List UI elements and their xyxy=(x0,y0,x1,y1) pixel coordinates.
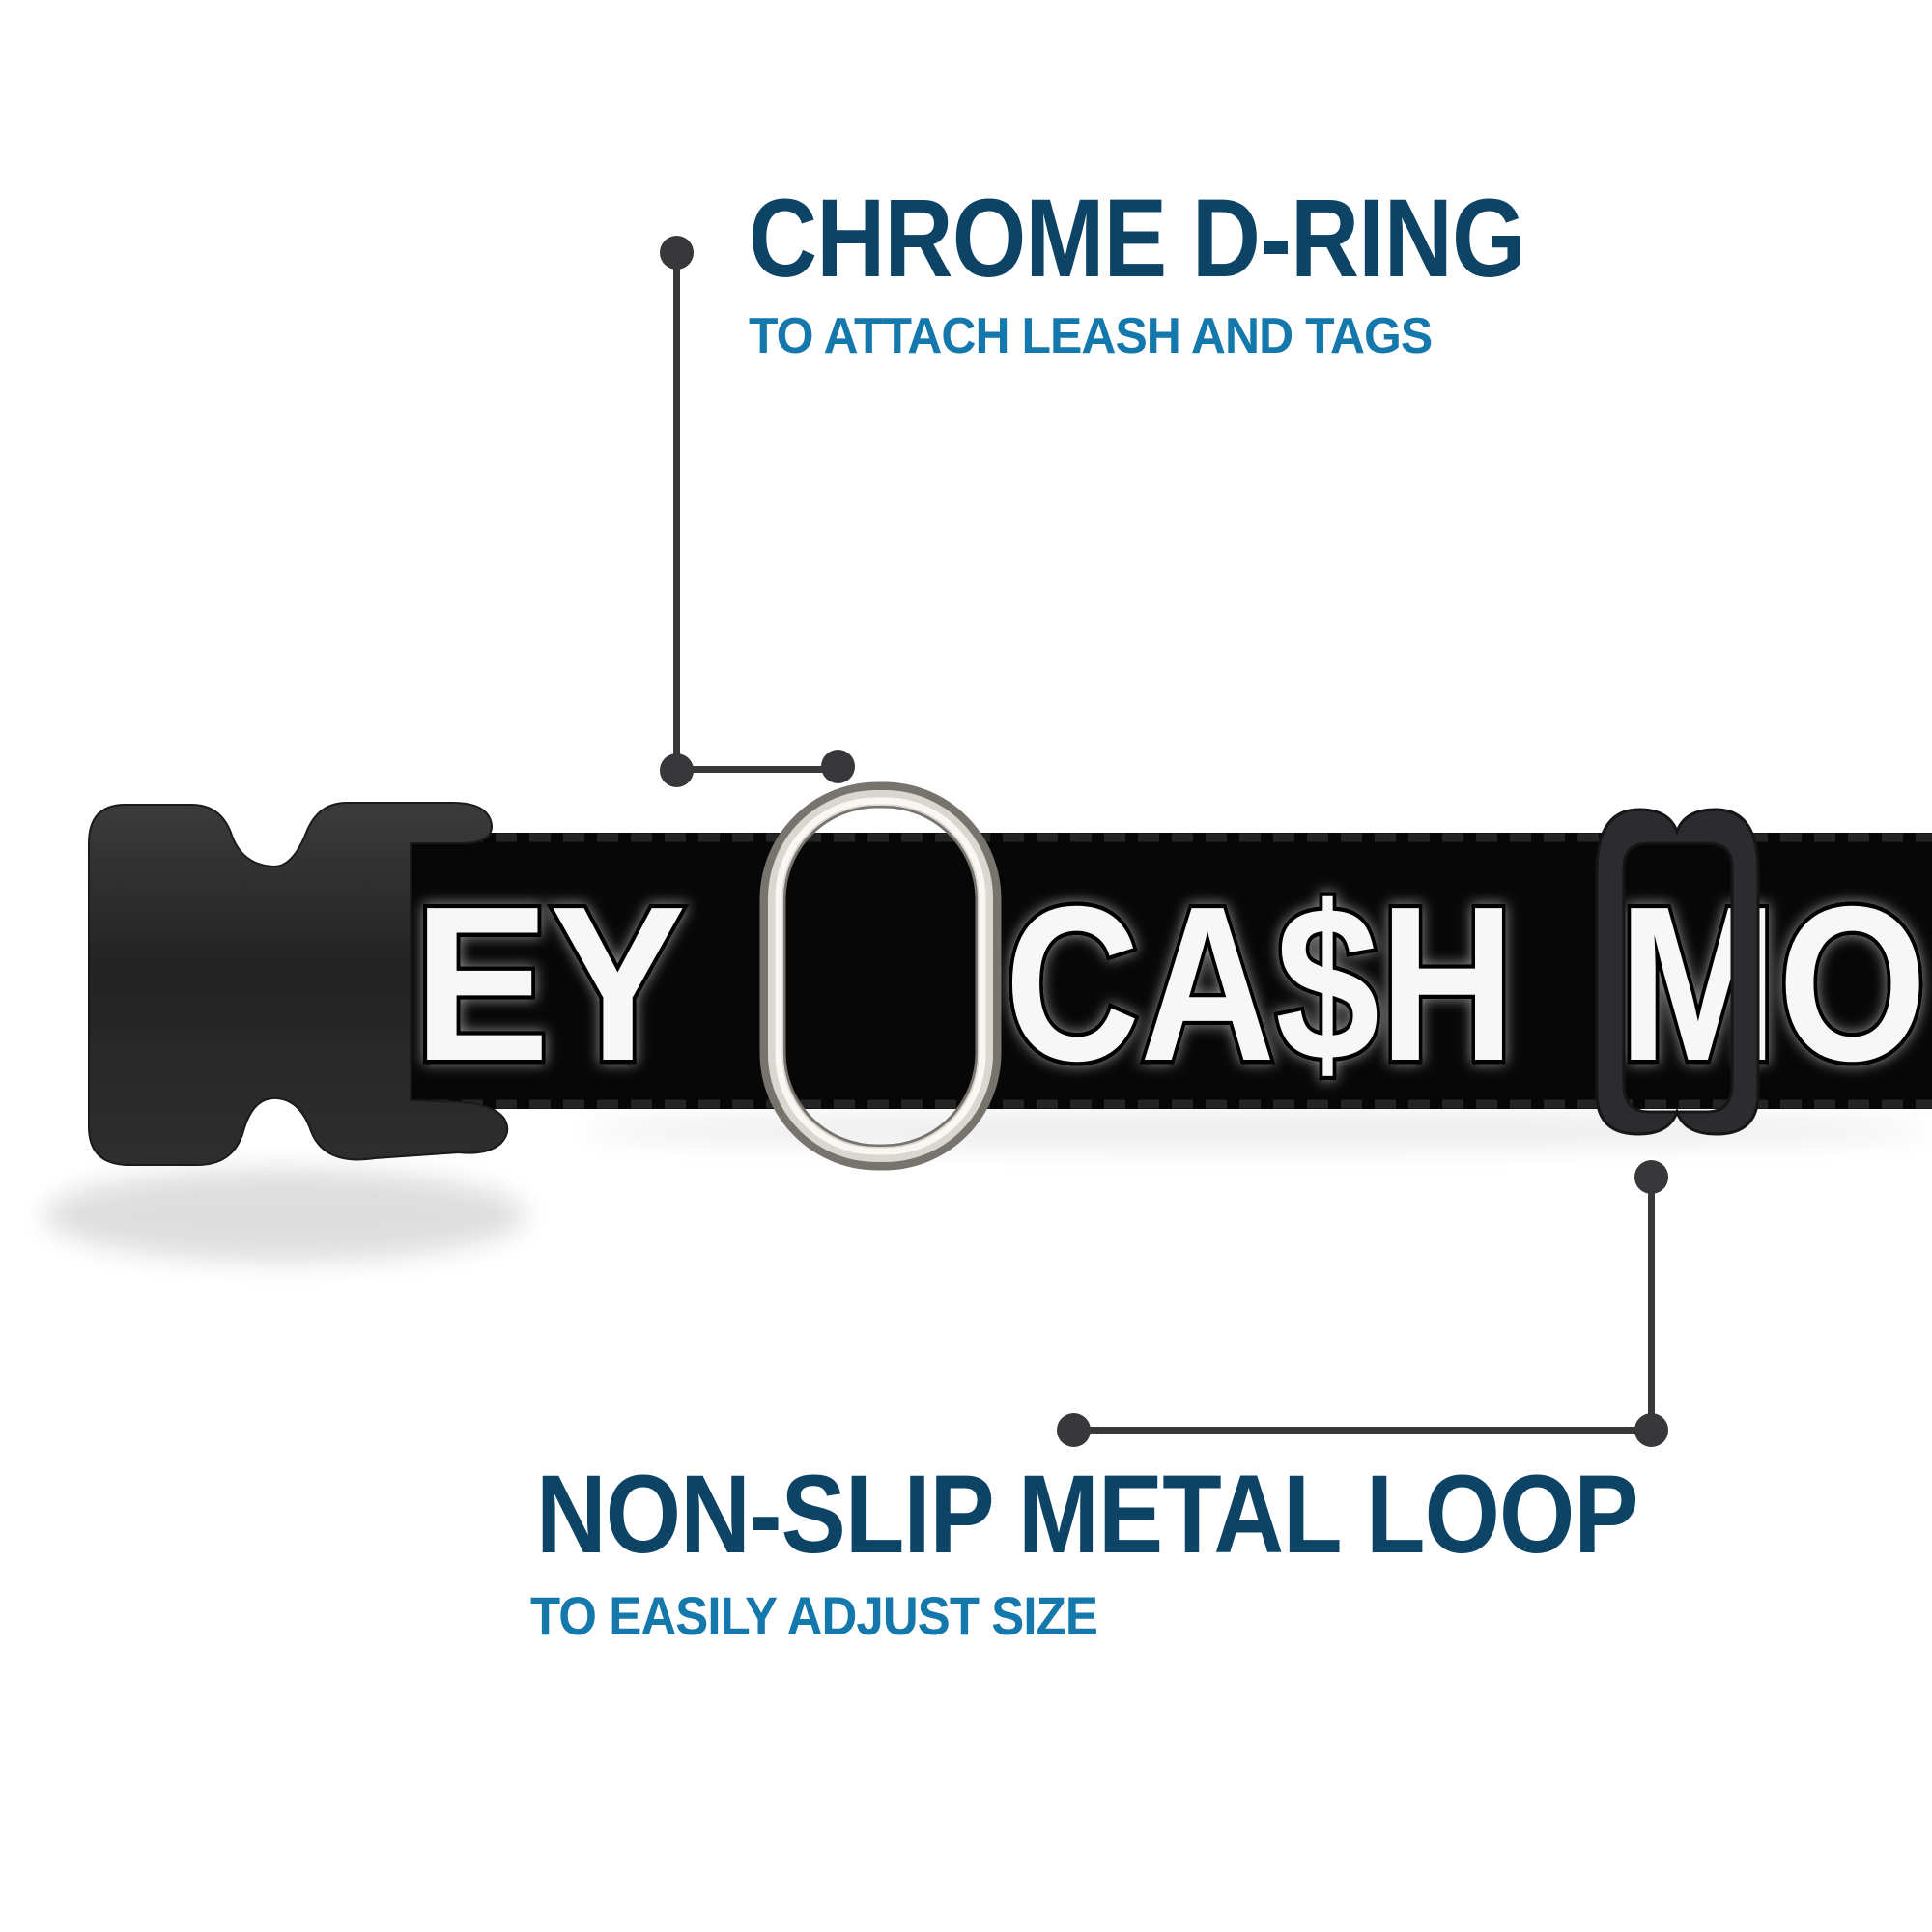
collar-text-segment: EY xyxy=(413,862,686,1107)
d-ring xyxy=(759,781,1002,1171)
callout-title-d-ring: CHROME D-RING xyxy=(749,177,1526,300)
callout-line xyxy=(673,252,680,774)
callout-line xyxy=(1074,1427,1652,1434)
collar-text-segment: MO xyxy=(1618,862,1927,1107)
callout-subtitle-metal-loop: TO EASILY ADJUST SIZE xyxy=(530,1585,1098,1646)
callout-subtitle-d-ring: TO ATTACH LEASH AND TAGS xyxy=(749,308,1433,364)
collar-text-segment: CA$H xyxy=(1005,862,1515,1107)
callout-line xyxy=(677,766,838,773)
buckle xyxy=(88,802,509,1166)
buckle-shadow xyxy=(43,1169,526,1262)
callout-line xyxy=(1648,1177,1655,1430)
callout-dot xyxy=(821,750,855,783)
metal-loop xyxy=(1595,808,1760,1136)
collar-webbing xyxy=(394,833,1932,1109)
callout-dot xyxy=(1057,1413,1091,1447)
callout-title-metal-loop: NON-SLIP METAL LOOP xyxy=(536,1453,1638,1577)
